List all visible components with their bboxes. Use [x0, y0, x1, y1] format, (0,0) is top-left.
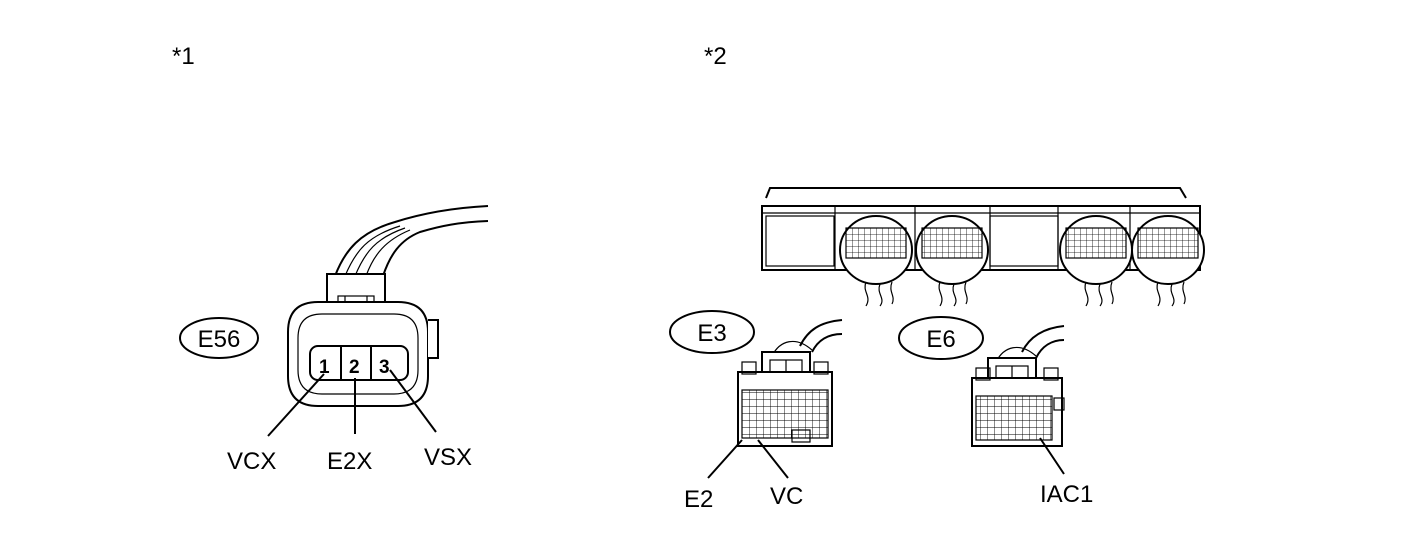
e56-pin-3: 3 — [379, 357, 390, 378]
e56-connector-body: 1 2 3 — [287, 273, 439, 407]
e56-pin-1: 1 — [319, 357, 330, 378]
e3-connector-body — [737, 319, 843, 447]
e3-connector-id: E3 — [697, 320, 726, 347]
vsx-leader-line — [389, 369, 437, 433]
panel-1: *1 1 2 3 E56 — [172, 43, 489, 475]
terminal-iac1: IAC1 — [1040, 481, 1093, 508]
e56-connector-id: E56 — [198, 326, 241, 353]
e3-label-ellipse — [669, 310, 755, 354]
e56-wire-harness — [334, 205, 489, 277]
terminal-vc: VC — [770, 483, 803, 510]
ecm-connector-a — [839, 215, 913, 307]
e56-label-ellipse — [179, 317, 259, 359]
terminal-e2x: E2X — [327, 448, 372, 475]
vcx-leader-line — [267, 373, 325, 437]
iac1-leader-line — [1039, 437, 1065, 475]
e56-pin-2: 2 — [349, 357, 360, 378]
e2-leader-line — [707, 439, 743, 479]
ecm-connector-b — [915, 215, 989, 307]
panel-1-marker: *1 — [172, 43, 195, 70]
e6-label-ellipse — [898, 316, 984, 360]
terminal-vcx: VCX — [227, 448, 276, 475]
ecm-connector-c — [1059, 215, 1133, 307]
e6-connector-body — [971, 325, 1065, 447]
panel-2-marker: *2 — [704, 43, 727, 70]
terminal-e2: E2 — [684, 486, 713, 513]
vc-leader-line — [757, 439, 789, 479]
terminal-vsx: VSX — [424, 444, 472, 471]
panel-2: *2 — [669, 43, 1205, 513]
e6-connector-id: E6 — [926, 326, 955, 353]
ecm-connector-d — [1131, 215, 1205, 307]
